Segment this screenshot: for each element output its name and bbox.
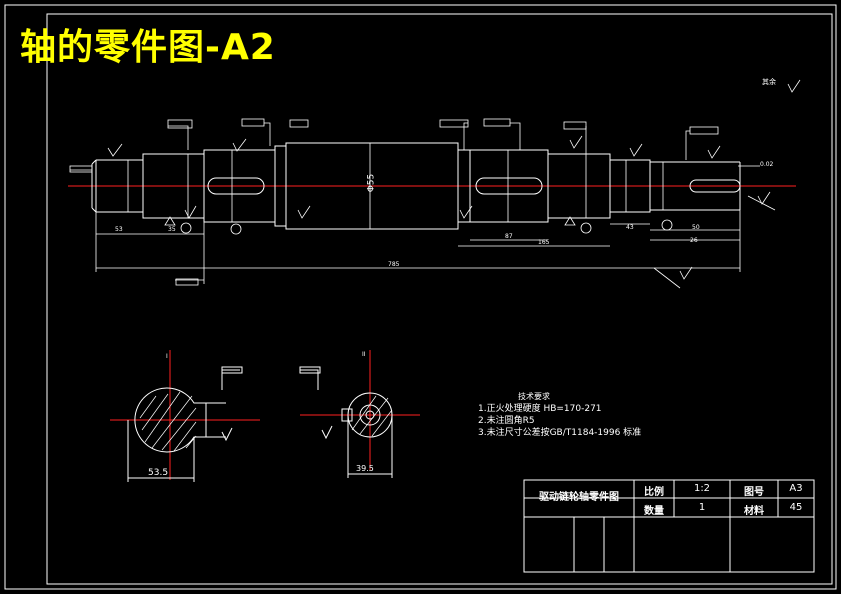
- quantity-value: 1: [698, 502, 706, 513]
- technical-notes: 技术要求 1.正火处理硬度 HB=170-271 2.未注圆角R5 3.未注尺寸…: [478, 391, 641, 439]
- svg-text:785: 785: [388, 261, 400, 268]
- scale-value: 1:2: [693, 483, 711, 494]
- tolerance-leaders: [69, 118, 776, 286]
- part-name: 驱动链轮轴零件图: [539, 492, 619, 503]
- note-line: 3.未注尺寸公差按GB/T1184-1996 标准: [478, 428, 642, 438]
- section-view-1: I: [110, 350, 260, 482]
- surface-roughness-note: 其余: [762, 78, 776, 86]
- svg-text:II: II: [362, 351, 366, 358]
- note-line: 1.正火处理硬度 HB=170-271: [478, 404, 602, 414]
- svg-text:0.02: 0.02: [760, 161, 774, 168]
- svg-text:35: 35: [168, 226, 176, 233]
- notes-heading: 技术要求: [518, 392, 550, 401]
- svg-text:53: 53: [115, 226, 123, 233]
- drawing-banner-title: 轴的零件图-A2: [20, 27, 276, 68]
- dimension-lines: [95, 143, 741, 289]
- material-label: 材料: [744, 506, 764, 517]
- svg-text:26: 26: [690, 237, 698, 244]
- svg-text:I: I: [166, 353, 168, 360]
- section-1-dimension: 53.5: [148, 468, 169, 478]
- shaft-profile: [91, 142, 741, 230]
- scale-label: 比例: [644, 487, 664, 498]
- title-block-grid: [523, 479, 815, 573]
- svg-text:165: 165: [538, 239, 550, 246]
- svg-text:43: 43: [626, 224, 634, 231]
- section-view-2: II: [299, 350, 420, 478]
- section-2-dimension: 39.5: [356, 464, 374, 473]
- datum-markers: [164, 216, 673, 235]
- drawing-number-value: A3: [789, 483, 803, 494]
- svg-text:87: 87: [505, 233, 513, 240]
- inner-frame: [46, 13, 833, 585]
- main-diameter-dimension: Φ55: [366, 173, 377, 193]
- dimension-values: 53 35 785 87 165 43 50 26 0.02: [115, 161, 774, 268]
- note-line: 2.未注圆角R5: [478, 416, 535, 426]
- quantity-label: 数量: [644, 506, 664, 517]
- outer-frame: [4, 4, 837, 590]
- material-value: 45: [789, 502, 803, 513]
- drawing-number-label: 图号: [744, 487, 764, 498]
- svg-text:50: 50: [692, 224, 700, 231]
- roughness-symbols: [107, 79, 801, 280]
